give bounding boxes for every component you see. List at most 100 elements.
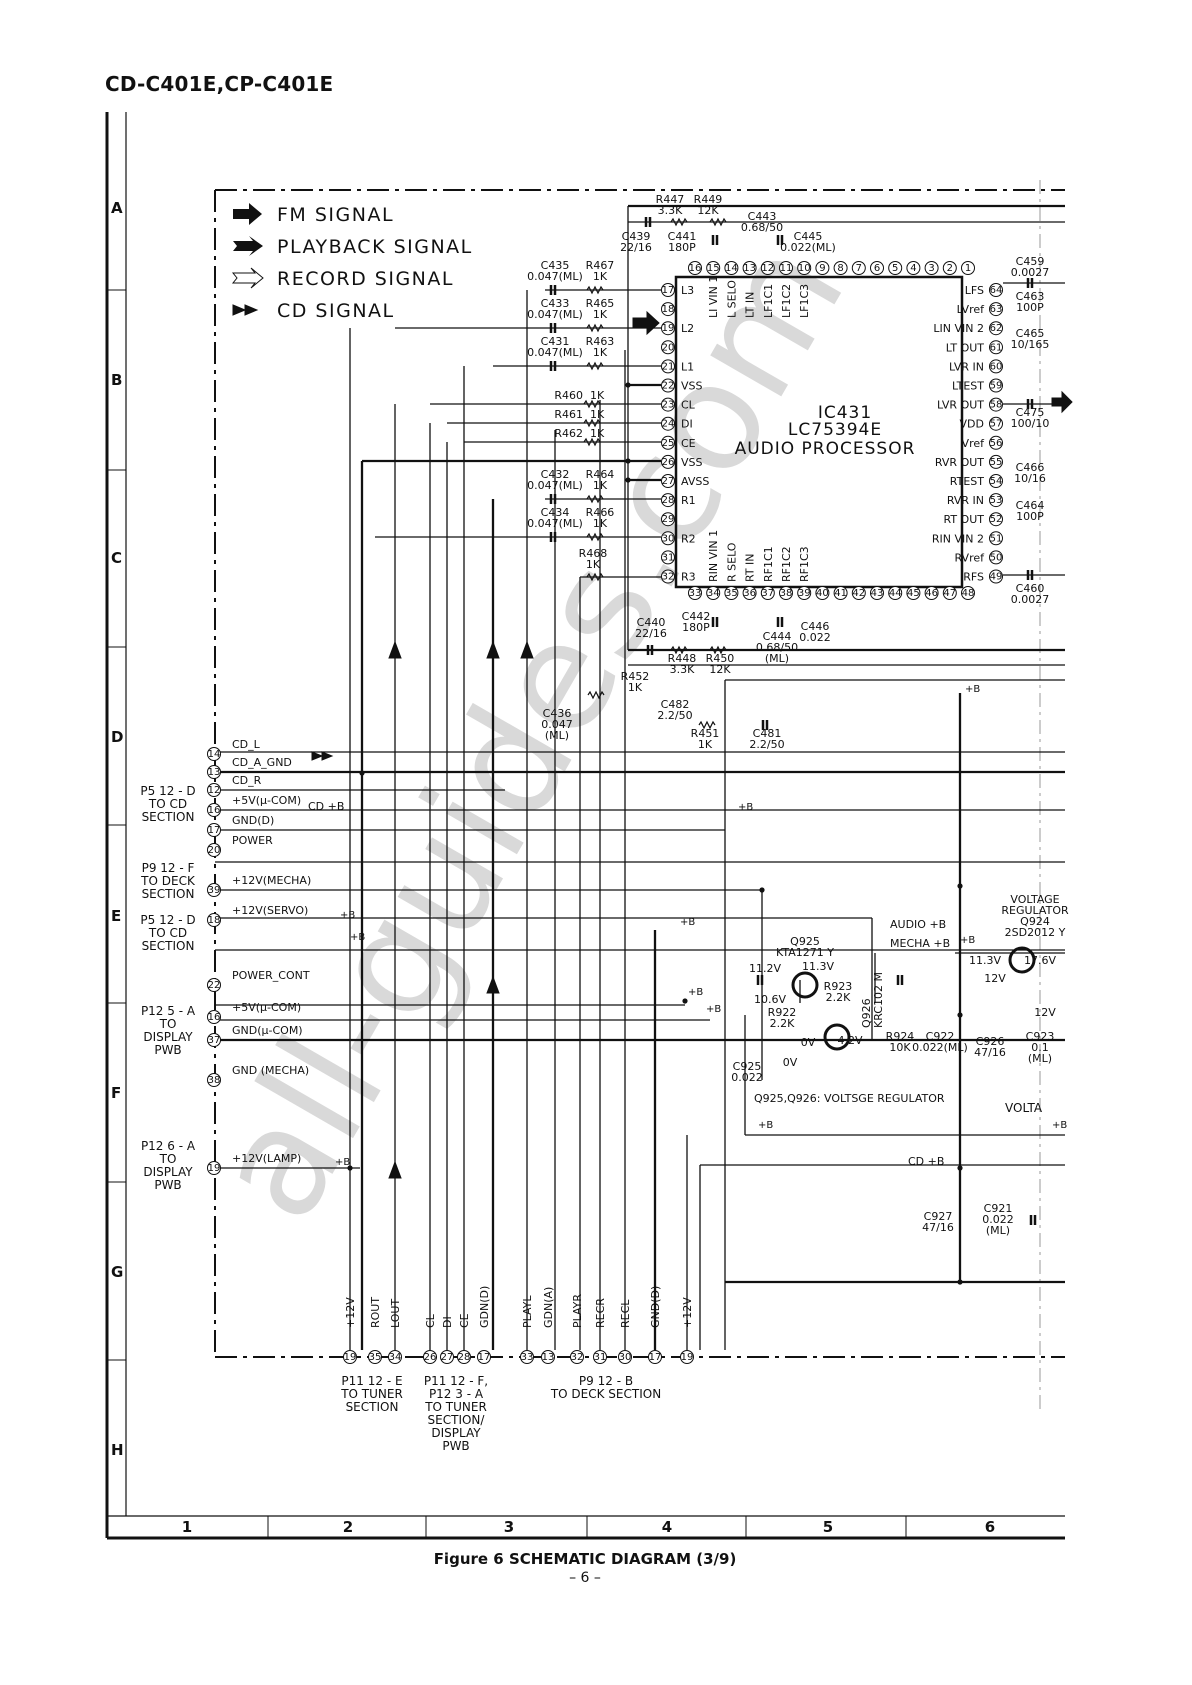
- fm-signal-arrow-icon: [1051, 390, 1073, 414]
- component-label-c443: 0.68/50: [741, 221, 783, 234]
- resistor-symbol: [670, 645, 688, 655]
- legend-label: RECORD SIGNAL: [277, 268, 454, 290]
- component-label-c434: C434: [541, 506, 570, 519]
- connector-label: TO: [159, 1152, 177, 1166]
- component-label-r923: 2.2K: [826, 991, 851, 1004]
- pin-circle: [207, 1010, 221, 1024]
- net-label-plus-b: +B: [960, 935, 975, 946]
- pin-circle: [343, 1350, 357, 1364]
- component-label-c439: C439: [622, 230, 651, 243]
- pin-name: RF1C1: [762, 546, 775, 582]
- pin-number: 26: [662, 457, 675, 468]
- connector-signal: ROUT: [369, 1297, 382, 1328]
- pin-circle: [851, 261, 866, 275]
- cd-signal-arrow-icon: [232, 304, 259, 316]
- regulator-note: Q925,Q926: VOLTSGE REGULATOR: [754, 1092, 945, 1105]
- voltage-label: 10.6V: [754, 993, 786, 1006]
- pin-name: R SELO: [725, 542, 738, 582]
- connector-signal: +12V: [681, 1297, 694, 1328]
- pin-circle: [207, 978, 221, 992]
- component-label-q926: KRC102 M: [872, 972, 885, 1028]
- junction-dot: [759, 887, 765, 893]
- pin-number: 55: [990, 457, 1003, 468]
- junction-dot: [347, 1165, 353, 1171]
- component-label-c433: C433: [541, 297, 570, 310]
- pin-number: 53: [990, 495, 1003, 506]
- component-label-r462: 1K: [590, 427, 605, 440]
- pin-circle: [888, 586, 903, 600]
- connector-signal: CD_R: [232, 774, 262, 787]
- component-label-r447: 3.3K: [658, 204, 683, 217]
- pin-number: 37: [208, 1035, 221, 1046]
- component-label-c923: (ML): [1028, 1052, 1052, 1065]
- pin-number: 32: [662, 572, 675, 583]
- component-label-r924: 10K: [889, 1041, 911, 1054]
- pin-circle: [833, 586, 848, 600]
- component-label-q924: VOLTAGE: [1010, 893, 1059, 906]
- component-label-c436: (ML): [545, 729, 569, 742]
- component-label-q924: 2SD2012 Y: [1005, 926, 1066, 939]
- legend-label: CD SIGNAL: [277, 300, 395, 322]
- pin-number: 9: [819, 263, 825, 274]
- pin-circle: [207, 883, 221, 897]
- resistor-symbol: [583, 399, 601, 409]
- pin-number: 31: [662, 552, 675, 563]
- signal-arrow-icon: [520, 640, 534, 659]
- grid-column-label: 4: [662, 1518, 672, 1536]
- arrow: [233, 236, 263, 256]
- connector-signal: GND (MECHA): [232, 1064, 309, 1077]
- pin-circle: [989, 435, 1003, 450]
- voltage-label: 12V: [984, 972, 1006, 985]
- component-label-c435: 0.047(ML): [527, 270, 583, 283]
- pin-number: 16: [208, 1012, 221, 1023]
- pin-circle: [779, 586, 793, 600]
- connector-label: SECTION: [142, 810, 195, 824]
- pin-circle: [989, 378, 1003, 393]
- connector-label: P12 6 - A: [141, 1139, 196, 1153]
- pin-name: R3: [681, 571, 696, 584]
- connector-label: TO DECK SECTION: [550, 1387, 661, 1401]
- pin-number: 27: [662, 476, 675, 487]
- component-label-r451: R451: [691, 727, 720, 740]
- connector-label: P5 12 - D: [140, 784, 195, 798]
- connector-label: TO CD: [148, 926, 187, 940]
- pin-number: 63: [990, 304, 1003, 315]
- pin-number: 2: [947, 263, 953, 274]
- pin-name: RT IN: [744, 553, 757, 582]
- legend-label: FM SIGNAL: [277, 204, 394, 226]
- junction-dot: [625, 477, 631, 483]
- pin-name: R1: [681, 494, 696, 507]
- signal-arrow-icon: [486, 975, 500, 994]
- voltage-label: 11.3V: [802, 960, 834, 973]
- component-label-c432: 0.047(ML): [527, 479, 583, 492]
- connector-label: P9 12 - F: [142, 861, 195, 875]
- grid-row-label: A: [111, 199, 123, 217]
- pin-number: 17: [662, 285, 675, 296]
- pin-circle: [661, 454, 675, 469]
- pin-number: 36: [743, 588, 756, 599]
- pin-number: 14: [725, 263, 738, 274]
- pin-name: AVSS: [681, 475, 709, 488]
- pin-circle: [989, 550, 1003, 565]
- pin-number: 35: [725, 588, 738, 599]
- pin-circle: [388, 1350, 402, 1364]
- component-label-r467: 1K: [593, 270, 608, 283]
- pin-number: 28: [662, 495, 675, 506]
- pin-name: L3: [681, 284, 694, 297]
- component-label-r467: R467: [586, 259, 615, 272]
- pin-number: 17: [649, 1352, 662, 1363]
- resistor-symbol: [586, 572, 604, 582]
- component-label-r452: R452: [621, 670, 650, 683]
- component-label-c433: 0.047(ML): [527, 308, 583, 321]
- pin-name: LI VIN 1: [707, 276, 720, 318]
- resistor-symbol: [698, 720, 716, 730]
- connector-label: TO TUNER: [424, 1400, 487, 1414]
- pin-circle: [942, 261, 957, 275]
- net-label-plus-b: +B: [350, 932, 365, 943]
- component-label-c431: 0.047(ML): [527, 346, 583, 359]
- connector-label: SECTION: [346, 1400, 399, 1414]
- connector-signal: GND(µ-COM): [232, 1024, 303, 1037]
- connector-signal: POWER_CONT: [232, 969, 310, 982]
- pin-circle: [760, 586, 775, 600]
- pin-circle: [779, 261, 793, 275]
